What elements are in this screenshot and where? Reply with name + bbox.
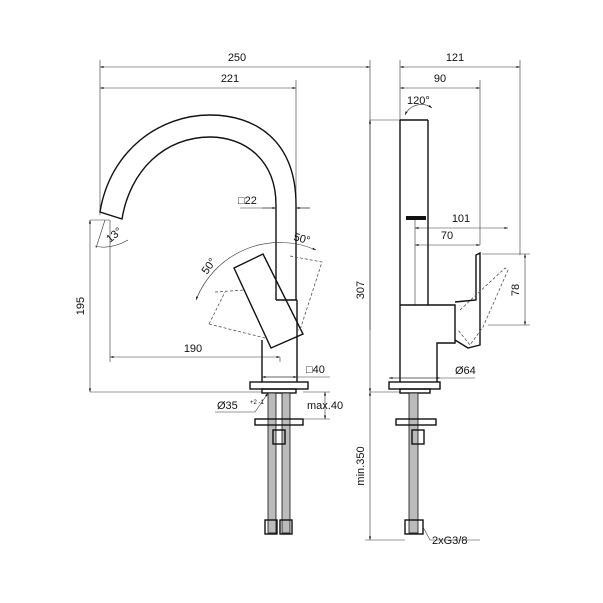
fixing-plate: [254, 418, 304, 426]
side-spout: [399, 119, 429, 305]
dim-connections: 2xG3/8: [432, 535, 467, 547]
spout: [99, 114, 297, 300]
dim-depth-total: 121: [446, 52, 464, 64]
base-plate: [249, 381, 309, 390]
dim-width-total: 250: [228, 52, 246, 64]
front-view: 250 221 □22 13° 50° 50° 195 190 □40: [75, 52, 371, 535]
side-view: 121 90 120° 101 70 78 307 Ø64: [355, 52, 530, 547]
dim-body-square: □40: [306, 364, 325, 376]
lever: [233, 253, 304, 349]
dim-lever-reach: 70: [441, 230, 453, 242]
dim-hose-length: min.350: [355, 446, 367, 485]
dim-lever-reach-open: 101: [452, 213, 470, 225]
dim-reach: 190: [184, 343, 202, 355]
dim-lever-angle-right: 50°: [292, 231, 311, 247]
dim-lever-angle-left: 50°: [200, 256, 219, 277]
side-body: [399, 304, 456, 382]
dim-swivel-angle: 120°: [407, 95, 430, 107]
dim-height-spout: 195: [75, 297, 87, 315]
dim-hole-diameter: Ø35: [217, 400, 238, 412]
dim-spout-square: □22: [238, 195, 257, 207]
dim-lever-height: 78: [510, 284, 522, 296]
dim-base-diameter: Ø64: [455, 365, 476, 377]
side-hose: [408, 392, 419, 534]
dim-deck-thickness: max.40: [307, 400, 343, 412]
side-lever: [454, 251, 481, 349]
hose-left: [267, 392, 277, 534]
dim-width-spout: 221: [221, 73, 239, 85]
dim-hole-tolerance: +2 -1: [250, 400, 265, 406]
dim-total-height: 307: [355, 281, 367, 299]
dim-depth-spout: 90: [434, 73, 446, 85]
hose-right: [281, 392, 291, 534]
dim-spout-angle: 13°: [104, 225, 124, 245]
